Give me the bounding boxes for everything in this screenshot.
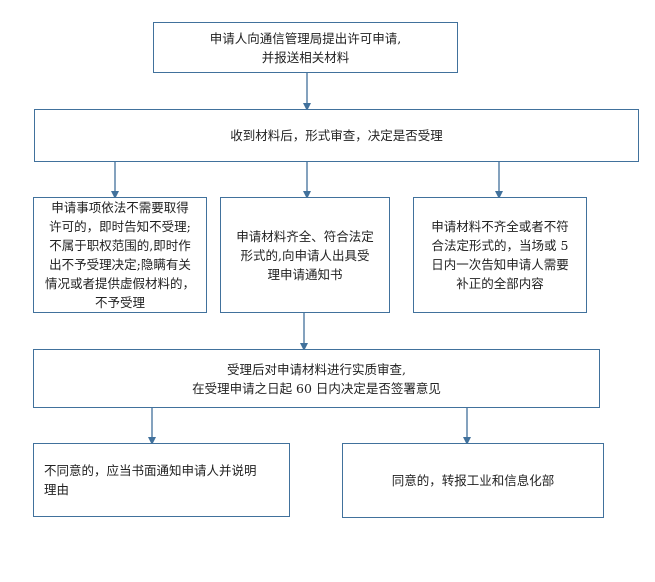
node-not-accepted-text: 申请事项依法不需要取得 许可的，即时告知不受理; 不属于职权范围的,即时作 出不… <box>44 200 195 310</box>
node-formal-review: 收到材料后，形式审查，决定是否受理 <box>34 109 639 162</box>
node-substantive-review: 受理后对申请材料进行实质审查, 在受理申请之日起 60 日内决定是否签署意见 <box>33 349 600 408</box>
node-reject-notice-text: 不同意的，应当书面通知申请人并说明 理由 <box>44 463 257 497</box>
node-reject-notice: 不同意的，应当书面通知申请人并说明 理由 <box>33 443 290 517</box>
node-approve-forward-text: 同意的，转报工业和信息化部 <box>391 473 555 488</box>
node-submit-application-text: 申请人向通信管理局提出许可申请, 并报送相关材料 <box>209 30 402 65</box>
node-accepted-notice-text: 申请材料齐全、符合法定 形式的,向申请人出具受 理申请通知书 <box>236 228 374 282</box>
node-accepted-notice: 申请材料齐全、符合法定 形式的,向申请人出具受 理申请通知书 <box>220 197 390 313</box>
node-submit-application: 申请人向通信管理局提出许可申请, 并报送相关材料 <box>153 22 458 73</box>
node-approve-forward: 同意的，转报工业和信息化部 <box>342 443 604 518</box>
node-supplement-materials-text: 申请材料不齐全或者不符 合法定形式的，当场或 5 日内一次告知申请人需要 补正的… <box>431 219 569 291</box>
node-formal-review-text: 收到材料后，形式审查，决定是否受理 <box>230 128 443 143</box>
node-substantive-review-text: 受理后对申请材料进行实质审查, 在受理申请之日起 60 日内决定是否签署意见 <box>192 361 441 396</box>
node-supplement-materials: 申请材料不齐全或者不符 合法定形式的，当场或 5 日内一次告知申请人需要 补正的… <box>413 197 587 313</box>
node-not-accepted: 申请事项依法不需要取得 许可的，即时告知不受理; 不属于职权范围的,即时作 出不… <box>33 197 207 313</box>
